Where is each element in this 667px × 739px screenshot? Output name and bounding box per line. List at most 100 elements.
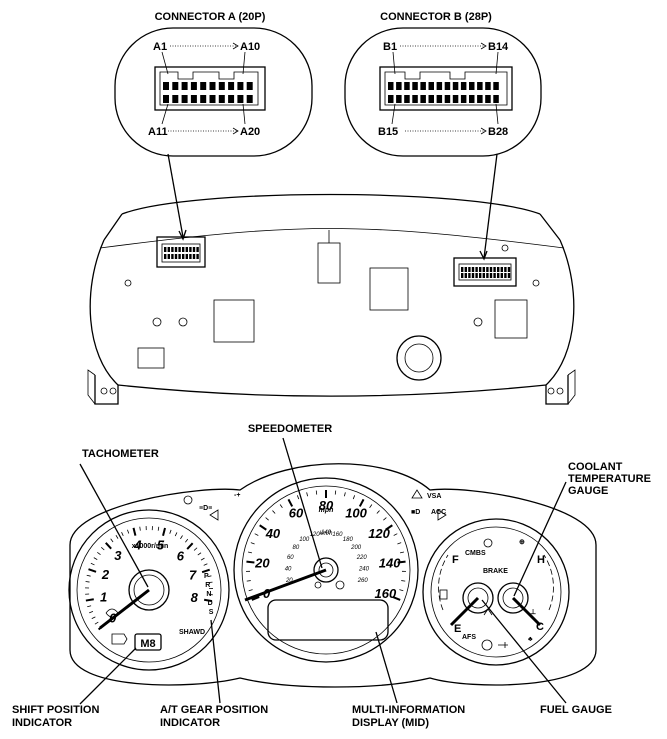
housing-connector-a-pin [192, 254, 196, 259]
tachometer-tick [105, 542, 112, 550]
tachometer-label: 4 [133, 537, 142, 552]
connector-b-pin [477, 82, 483, 90]
housing-connector-a-pin [189, 247, 192, 252]
connector-a-pin [237, 82, 244, 90]
speedometer-tick [265, 517, 269, 521]
housing-connector-b-pin [461, 273, 464, 278]
speedometer-tick [397, 560, 406, 564]
at-gear-label-line1: A/T GEAR POSITION [160, 704, 268, 716]
speedometer-label: 100 [345, 505, 367, 520]
housing-connector-b-pin [482, 267, 485, 272]
connector-a-pin [172, 82, 179, 90]
pin-a10: A10 [240, 41, 260, 53]
tachometer-tick [185, 538, 189, 543]
speedometer-label: SPEEDOMETER [248, 423, 332, 435]
housing-connector-b-pin [464, 267, 467, 272]
tachometer-tick [203, 598, 213, 603]
connector-b-pin [428, 95, 434, 103]
light-indicator-icon [183, 495, 193, 505]
housing-connector-b-pin [500, 267, 503, 272]
speedometer-tick [383, 517, 387, 521]
coolant-cold-mark: C [536, 621, 544, 633]
housing-connector-b-pin [468, 273, 471, 278]
housing-connector-a-pin [196, 247, 199, 252]
connector-b-callout: CONNECTOR B (28P) B1 B14 B15 B28 [344, 11, 542, 157]
kmh-scale-label: 80 [293, 545, 300, 551]
pin-a11: A11 [148, 126, 168, 138]
tachometer-label: 6 [177, 548, 185, 563]
connector-b-body [379, 66, 513, 111]
tachometer-tick [101, 547, 105, 551]
connector-b-pin [436, 95, 443, 103]
speedometer-tick [254, 533, 259, 536]
housing-connector-a-pin [171, 254, 174, 259]
headlight-icon: ■D [411, 509, 420, 516]
gear-position-letter: N [206, 591, 211, 598]
coolant-label-line3: GAUGE [568, 485, 608, 497]
shift-position-label-line1: SHIFT POSITION [12, 704, 99, 716]
warning-icon [411, 489, 423, 499]
connector-a-callout: CONNECTOR A (20P) A1 A10 A11 A20 [114, 11, 313, 157]
seatbelt-icon: ⊕ [519, 539, 525, 546]
housing-connector-b-pin [471, 273, 475, 278]
tachometer-tick [157, 526, 160, 531]
tachometer-tick [200, 557, 205, 561]
housing-connector-b-pin [479, 267, 482, 272]
fuel-gauge-label: FUEL GAUGE [540, 704, 612, 716]
housing-connector-a-pin [178, 247, 181, 252]
housing-connector-a-pin [185, 247, 188, 252]
housing-connector-a-pin [174, 254, 178, 259]
tachometer-tick [88, 568, 97, 573]
connector-b-pin [469, 82, 475, 90]
speedometer-tick [376, 510, 380, 514]
connector-b-pin [420, 95, 426, 103]
speedometer-label: 80 [319, 498, 334, 513]
housing-connector-b-pin [500, 273, 503, 278]
kmh-scale-label: 160 [332, 532, 343, 538]
fuel-full-mark: F [452, 554, 459, 566]
tachometer-tick [94, 621, 99, 625]
tachometer-label: 3 [114, 548, 122, 563]
speedometer-label: 0 [263, 586, 271, 601]
kmh-unit: km/h [319, 531, 333, 537]
housing-connector-b-pin [486, 267, 489, 272]
fog-light-icon: ≡D≡ [199, 505, 212, 512]
connector-b-pin [436, 82, 443, 90]
cluster-rear-housing [87, 193, 576, 405]
speedometer-tick [279, 504, 283, 508]
housing-connector-a-pin [164, 247, 167, 252]
speedometer-label: 140 [379, 555, 401, 570]
pin-b1: B1 [383, 41, 397, 53]
housing-connector-a-pin [196, 254, 199, 259]
connector-a-pin [181, 82, 188, 90]
fuel-empty-mark: E [454, 623, 461, 635]
speedometer-tick [246, 580, 251, 582]
coolant-label-line2: TEMPERATURE [568, 473, 651, 485]
speedometer-tick [259, 524, 267, 531]
multi-information-display [267, 599, 389, 641]
housing-connector-b-pin [475, 267, 478, 272]
connector-b-pin [477, 95, 483, 103]
connector-a-pin [172, 95, 179, 103]
check-engine-icon [111, 633, 128, 645]
connector-a-pin [228, 95, 235, 103]
connector-b-pin [485, 95, 491, 103]
housing-connector-a-pin [182, 247, 185, 252]
shift-position-display: M8 [140, 638, 155, 650]
housing-connector-a-pin [174, 247, 178, 252]
housing-connector-a-pin [189, 254, 192, 259]
tachometer-tick [197, 552, 202, 556]
tachometer-tick [91, 616, 96, 620]
left-turn-icon [209, 509, 219, 521]
tire-pressure-icon [481, 639, 493, 651]
tachometer-tick [169, 529, 172, 534]
connector-a-body [154, 66, 266, 111]
afs-indicator: AFS [462, 634, 476, 641]
housing-connector-a-pin [182, 254, 185, 259]
tachometer-tick [115, 534, 119, 539]
kmh-scale-label: 40 [285, 566, 292, 572]
housing-connector-b-pin [471, 267, 475, 272]
